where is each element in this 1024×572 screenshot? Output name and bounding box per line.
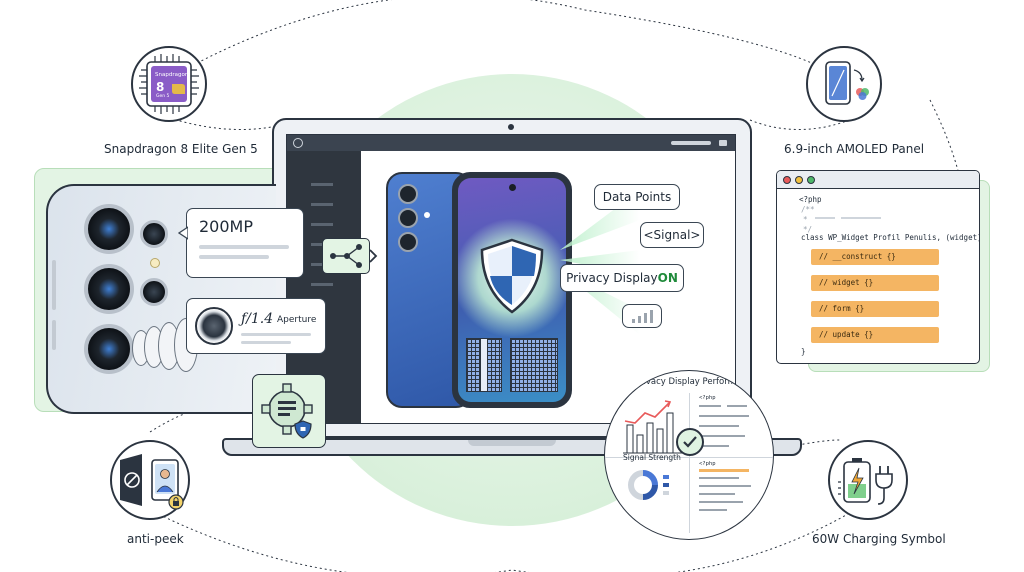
- phone-back-lens-1: [398, 184, 418, 204]
- chip-model-text: 8: [156, 80, 165, 94]
- charging-icon-circle: [828, 440, 908, 520]
- cpu-chip-icon: [139, 54, 199, 114]
- privacy-display-state: ON: [657, 271, 678, 285]
- aperture-value: ƒ/1.4: [241, 311, 274, 327]
- code-line-4: */: [803, 225, 813, 234]
- pixel-grid-bar: [480, 338, 488, 392]
- antipeek-icon-circle: [110, 440, 190, 520]
- signal-text: <Signal>: [643, 228, 701, 242]
- camera-lens-3: [84, 324, 134, 374]
- signal-bubble: <Signal>: [640, 222, 704, 248]
- topbar-dot: [719, 140, 727, 146]
- camera-lens-2: [84, 264, 134, 314]
- antipeek-label: anti-peek: [127, 532, 184, 546]
- performance-bar-chart: [623, 400, 683, 454]
- aperture-word: Aperture: [277, 315, 317, 325]
- network-nodes-box[interactable]: [322, 238, 370, 274]
- panel-icon-circle: [806, 46, 882, 122]
- phone-back-lens-2: [398, 208, 418, 228]
- smartphone-rotate-icon: [825, 61, 869, 105]
- check-icon: [683, 436, 697, 448]
- privacy-display-bubble: Privacy Display ON: [560, 264, 684, 292]
- code-window-titlebar: [777, 171, 979, 189]
- punch-hole-camera: [509, 184, 516, 191]
- chip-label: Snapdragon 8 Elite Gen 5: [104, 142, 258, 156]
- code-window: <?php /** * */ class WP_Widget Profil Pe…: [776, 170, 980, 364]
- performance-circle: Privacy Display Performance <?php Signal…: [604, 370, 774, 540]
- data-points-text: Data Points: [602, 190, 672, 204]
- camera-lens-main: [84, 204, 134, 254]
- megapixel-text: 200MP: [199, 217, 253, 236]
- performance-php-tag: <?php: [699, 395, 716, 401]
- data-points-bubble: Data Points: [594, 184, 680, 210]
- chip-gen-text: Gen 5: [156, 94, 170, 99]
- code-line-2: /**: [801, 205, 815, 214]
- window-minimize-dot[interactable]: [795, 176, 803, 184]
- chevron-right-icon: [369, 249, 378, 263]
- pixel-grid-right: [510, 338, 558, 392]
- chip-logo-icon: [172, 84, 185, 94]
- laptop-camera: [508, 124, 514, 130]
- camera-flash: [150, 258, 160, 268]
- phone-back-lens-3: [398, 232, 418, 252]
- phone-front-screen: [458, 178, 566, 402]
- signal-strength-label: Signal Strength: [623, 453, 681, 462]
- megapixel-pointer: [178, 226, 188, 240]
- performance-php-tag-2: <?php: [699, 461, 716, 467]
- chip-brand-text: Snapdragon: [155, 72, 189, 78]
- aperture-lens-icon: [195, 307, 233, 345]
- aperture-card: ƒ/1.4 Aperture: [186, 298, 326, 354]
- signal-donut-chart: [628, 470, 669, 500]
- laptop-notch: [468, 440, 556, 446]
- screen-topbar: [287, 135, 735, 151]
- wordpress-icon: [293, 138, 303, 148]
- camera-lens-small-1: [140, 220, 168, 248]
- signal-bars-bubble: [622, 304, 662, 328]
- code-close: }: [801, 347, 806, 356]
- camera-side-button-2: [52, 320, 56, 350]
- window-close-dot[interactable]: [783, 176, 791, 184]
- charging-label: 60W Charging Symbol: [812, 532, 946, 546]
- code-update: // update {}: [811, 327, 939, 343]
- camera-lens-small-2: [140, 278, 168, 306]
- window-maximize-dot[interactable]: [807, 176, 815, 184]
- check-badge: [676, 428, 704, 456]
- gear-shield-icon: [261, 383, 313, 439]
- code-class-line: class WP_Widget Profil Penulis, (widget)…: [801, 233, 980, 242]
- gear-shield-box[interactable]: [252, 374, 326, 448]
- panel-label: 6.9-inch AMOLED Panel: [784, 142, 925, 156]
- signal-bars-icon: [632, 310, 653, 323]
- chip-icon-circle: Snapdragon 8 Gen 5: [131, 46, 207, 122]
- privacy-display-text: Privacy Display: [566, 271, 658, 285]
- code-line-3: *: [803, 215, 808, 224]
- phone-back-flash: [424, 212, 430, 218]
- topbar-line: [671, 141, 711, 145]
- code-form: // form {}: [811, 301, 939, 317]
- privacy-screen-icon: [120, 454, 184, 510]
- megapixel-card: 200MP: [186, 208, 304, 278]
- shield-icon: [480, 238, 544, 314]
- network-nodes-icon: [330, 244, 362, 268]
- camera-side-button: [52, 260, 56, 310]
- code-line-1: <?php: [799, 195, 822, 204]
- code-widget: // widget {}: [811, 275, 939, 291]
- code-construct: // __construct {}: [811, 249, 939, 265]
- battery-charging-icon: [838, 458, 893, 505]
- performance-title: Privacy Display Performance: [635, 377, 757, 387]
